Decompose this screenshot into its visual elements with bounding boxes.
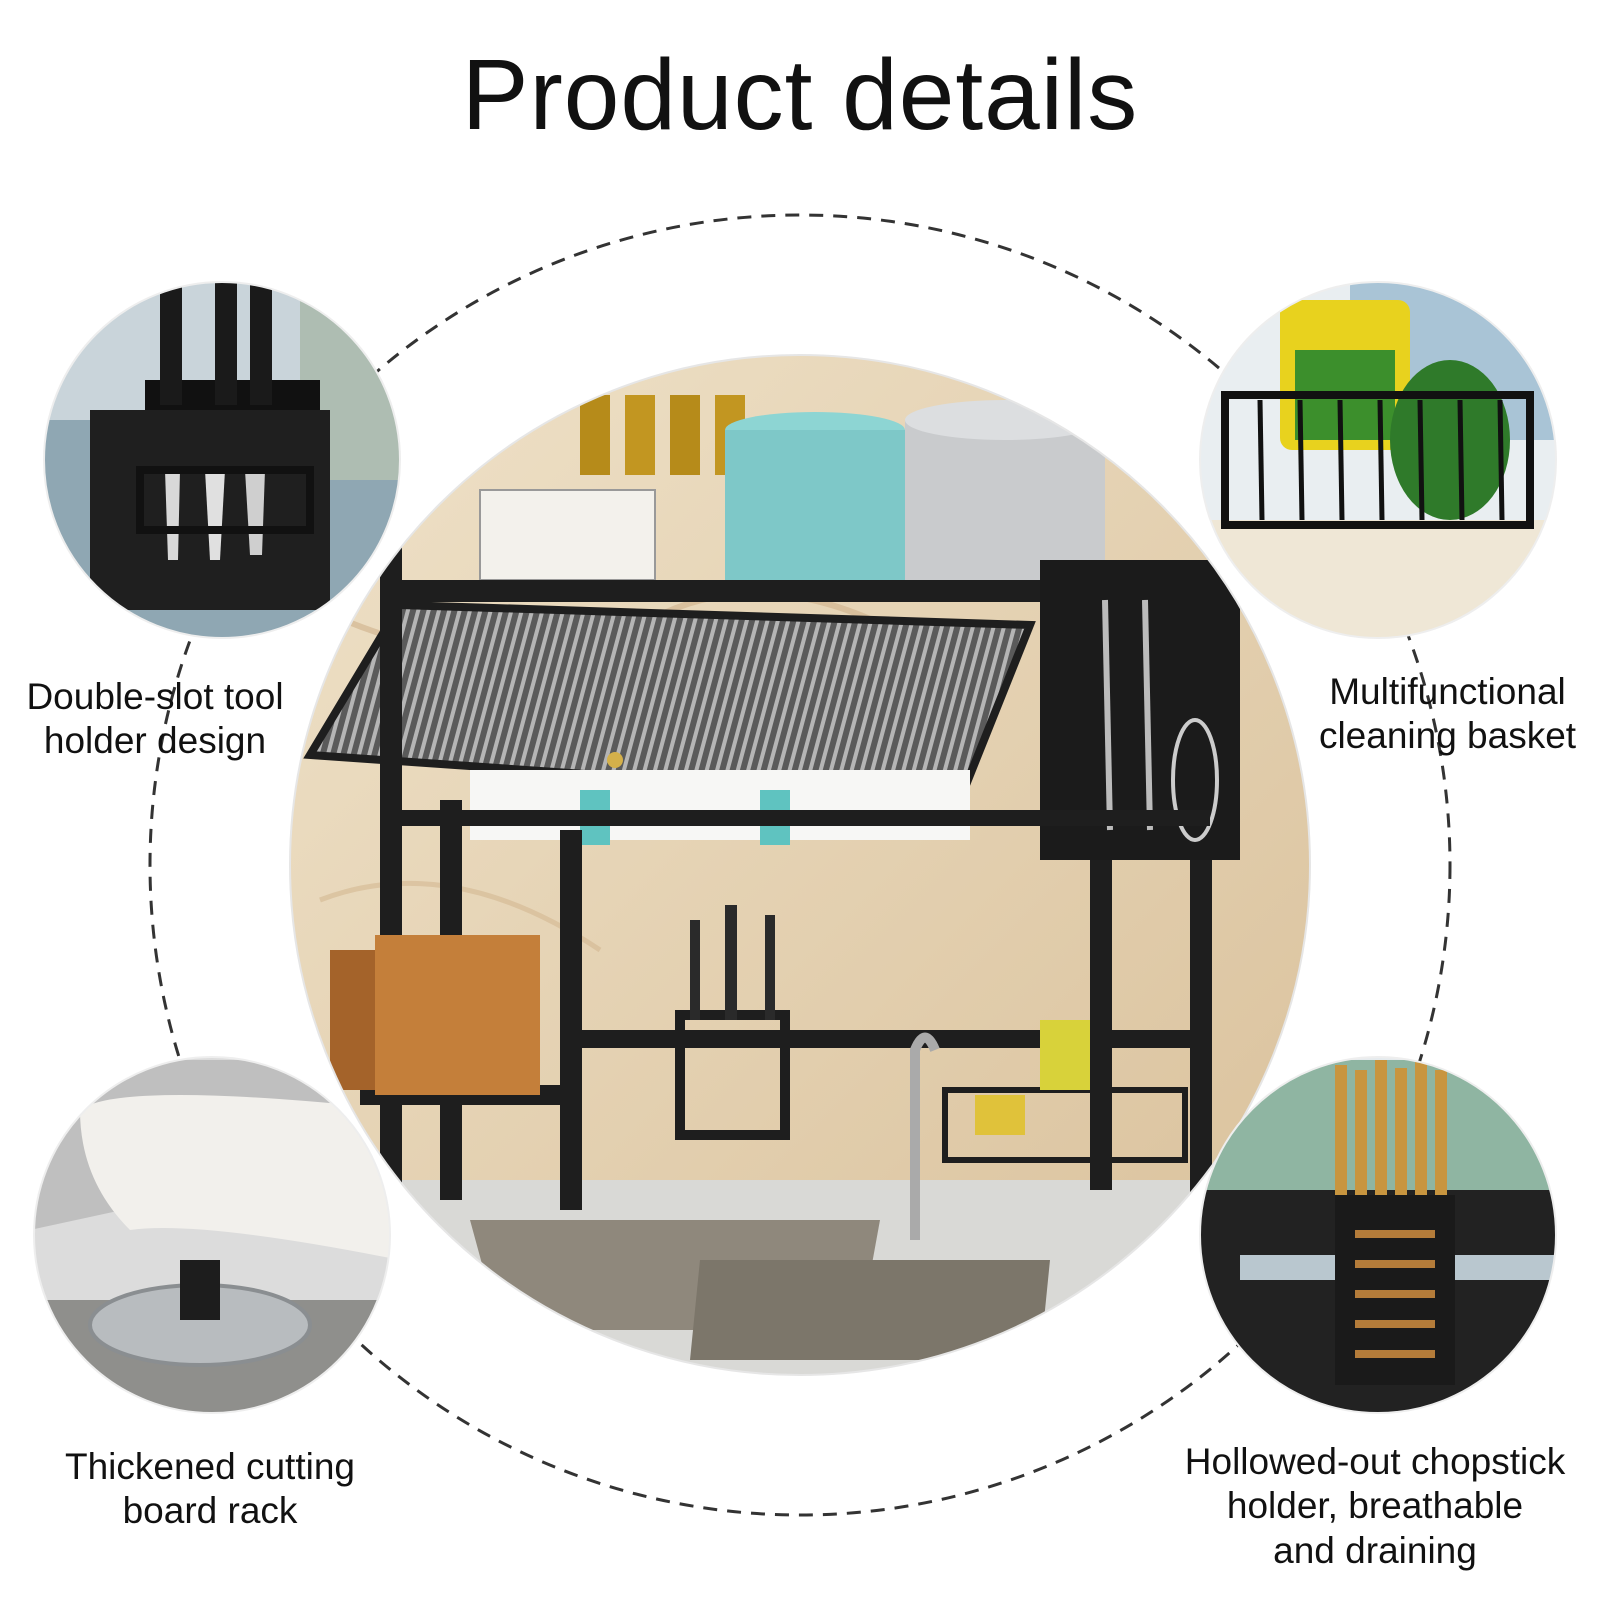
caption-cleaning-basket: Multifunctional cleaning basket	[1295, 670, 1600, 759]
caption-line: Double-slot tool	[26, 676, 284, 717]
caption-line: Multifunctional	[1329, 671, 1566, 712]
caption-line: holder design	[43, 720, 267, 762]
cutting-board-rack-image	[34, 1057, 390, 1413]
caption-line: board rack	[122, 1490, 298, 1532]
main-product-image	[290, 355, 1310, 1375]
caption-chopstick-holder: Hollowed-out chopstick holder, breathabl…	[1150, 1440, 1600, 1573]
caption-tool-holder: Double-slot tool holder design	[0, 675, 310, 764]
caption-line: holder, breathable	[1226, 1485, 1524, 1527]
caption-line: cleaning basket	[1318, 715, 1577, 757]
dashed-ring	[148, 213, 1452, 1517]
caption-line: Hollowed-out chopstick	[1184, 1441, 1566, 1482]
caption-line: Thickened cutting	[64, 1446, 355, 1487]
caption-cutting-board-rack: Thickened cutting board rack	[40, 1445, 380, 1534]
caption-line: and draining	[1273, 1529, 1477, 1571]
page-title: Product details	[461, 39, 1139, 151]
tool-holder-image	[44, 282, 400, 638]
